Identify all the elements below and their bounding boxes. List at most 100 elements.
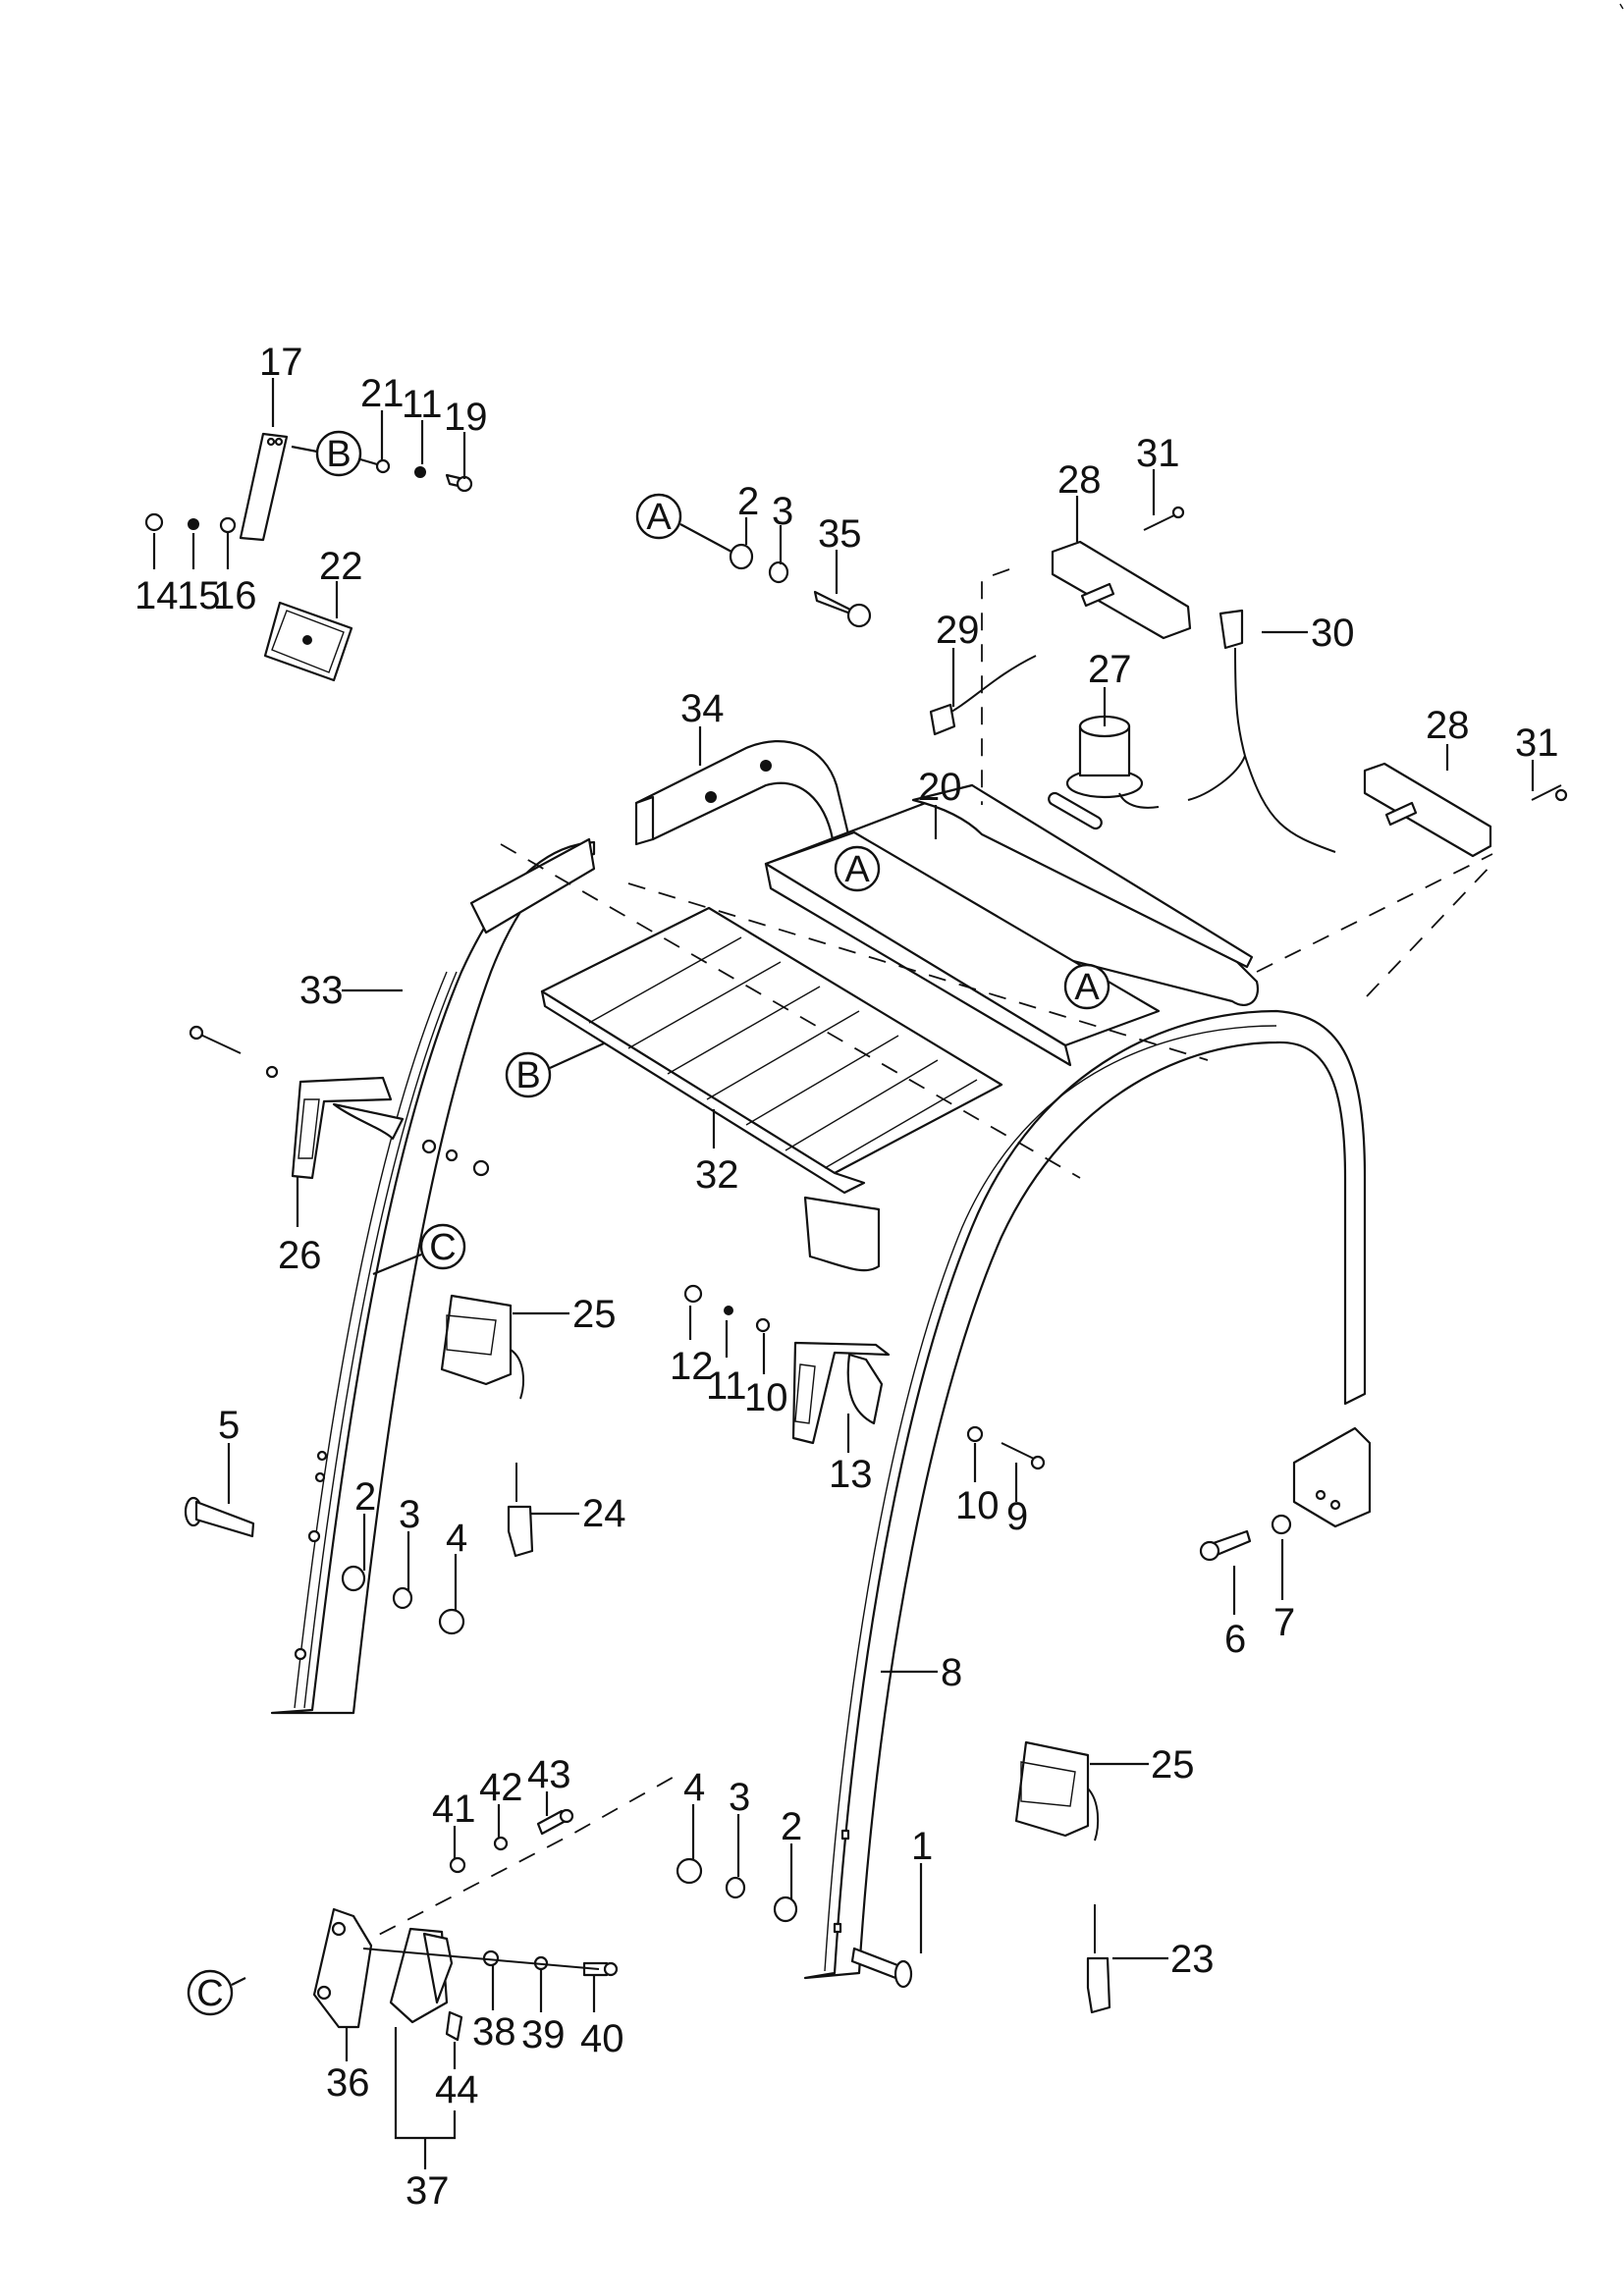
lock-washer-11-top	[414, 466, 426, 478]
lock-washer-15	[188, 518, 199, 530]
mounting-bracket-26	[291, 1076, 405, 1180]
callout-25: 25	[572, 1293, 617, 1336]
callout-11: 11	[402, 383, 443, 426]
leader-lines	[152, 378, 1535, 2169]
lock-washer-42	[493, 1836, 509, 1851]
callout-41: 41	[432, 1788, 476, 1831]
callout-7: 7	[1273, 1601, 1295, 1644]
callout-5: 5	[218, 1404, 240, 1447]
right-front-leg-8	[803, 1009, 1372, 1980]
callout-9: 9	[1006, 1495, 1028, 1538]
callout-27: 27	[1088, 648, 1132, 691]
callout-8: 8	[941, 1651, 962, 1694]
reference-marker-A: A	[635, 493, 732, 553]
callout-labels: 17 21 11 19 14 15 16 22 2 3 35 28 31 30 …	[135, 341, 1559, 2213]
callout-29: 29	[936, 609, 980, 652]
bolt-31-top	[1143, 506, 1185, 531]
svg-text:A: A	[844, 849, 870, 890]
callout-1: 1	[911, 1825, 933, 1868]
washer-41	[449, 1856, 466, 1874]
callout-23: 23	[1170, 1938, 1215, 1981]
bolt-19	[445, 473, 473, 493]
callout-17: 17	[259, 341, 303, 384]
callout-32: 32	[695, 1153, 739, 1197]
nut-4-right	[676, 1857, 703, 1885]
callout-12: 12	[670, 1345, 714, 1388]
callout-4: 4	[683, 1766, 705, 1809]
bolt-6	[1199, 1529, 1252, 1562]
washer-10-left	[755, 1317, 771, 1333]
reference-marker-A: A	[834, 845, 881, 892]
callout-19: 19	[444, 396, 488, 439]
callout-16: 16	[213, 574, 257, 617]
mounting-bracket-13	[791, 1341, 891, 1445]
alignment-line	[627, 882, 1209, 1061]
harness-29	[929, 655, 1037, 736]
svg-text:A: A	[1074, 967, 1100, 1008]
mirror-bracket-17	[239, 432, 289, 542]
callout-3: 3	[729, 1776, 750, 1819]
bolt-43	[536, 1808, 574, 1836]
washer-2-top	[729, 543, 754, 570]
callout-13: 13	[829, 1453, 873, 1496]
pin-5	[184, 1496, 255, 1538]
callout-20: 20	[918, 766, 962, 809]
reference-marker-C: C	[372, 1223, 466, 1276]
bolt-31-right	[1531, 784, 1568, 802]
callout-21: 21	[360, 372, 405, 415]
label-44	[445, 2010, 463, 2042]
work-light-25-right	[1014, 1740, 1100, 1842]
lock-washer-3-left	[392, 1586, 413, 1610]
callout-10: 10	[744, 1376, 788, 1419]
washer-2-left	[341, 1565, 366, 1592]
reference-marker-B: B	[505, 1041, 605, 1098]
callout-22: 22	[319, 545, 363, 588]
bolt-9	[1001, 1442, 1046, 1470]
alignment-line	[981, 568, 1010, 805]
svg-text:C: C	[429, 1227, 456, 1268]
callout-14: 14	[135, 574, 179, 617]
beacon-27	[1065, 715, 1160, 809]
callout-31: 31	[1136, 432, 1180, 475]
reference-marker-C: C	[187, 1969, 246, 2016]
reference-marker-B: B	[291, 430, 378, 477]
callout-38: 38	[472, 2010, 516, 2054]
callout-2: 2	[737, 480, 759, 523]
callout-37: 37	[406, 2169, 450, 2213]
bolt-26-hardware	[189, 1025, 490, 1177]
alignment-line	[1366, 863, 1493, 997]
harness-30	[1187, 609, 1336, 853]
alignment-line	[323, 1774, 678, 1964]
callout-43: 43	[527, 1753, 571, 1796]
pin-1	[850, 1947, 913, 1989]
washer-21	[375, 458, 391, 474]
alignment-line	[362, 1948, 600, 1970]
callout-28: 28	[1426, 704, 1470, 747]
bolt-35	[813, 590, 872, 628]
svg-text:B: B	[326, 434, 351, 475]
harness-23	[1086, 1904, 1111, 2014]
work-light-25-left	[440, 1294, 524, 1400]
corner-mark	[1619, 3, 1624, 10]
callout-6: 6	[1224, 1618, 1246, 1661]
work-light-28-right	[1363, 762, 1492, 858]
callout-15: 15	[177, 574, 221, 617]
callout-3: 3	[772, 490, 793, 533]
callout-36: 36	[326, 2061, 370, 2105]
callout-4: 4	[446, 1517, 467, 1560]
svg-text:C: C	[196, 1973, 223, 2014]
callout-31: 31	[1515, 721, 1559, 765]
alignment-line	[500, 843, 1081, 1179]
mount-plate-36	[312, 1907, 373, 2029]
callout-39: 39	[521, 2013, 566, 2056]
left-rear-leg-33	[270, 837, 596, 1715]
callout-26: 26	[278, 1234, 322, 1277]
bolt-40	[582, 1961, 619, 1977]
callout-42: 42	[479, 1766, 523, 1809]
callout-34: 34	[680, 687, 725, 730]
lock-washer-3-right	[725, 1876, 746, 1899]
washer-16	[219, 516, 237, 534]
washer-2-right	[773, 1896, 798, 1923]
nut-4-left	[438, 1608, 465, 1635]
